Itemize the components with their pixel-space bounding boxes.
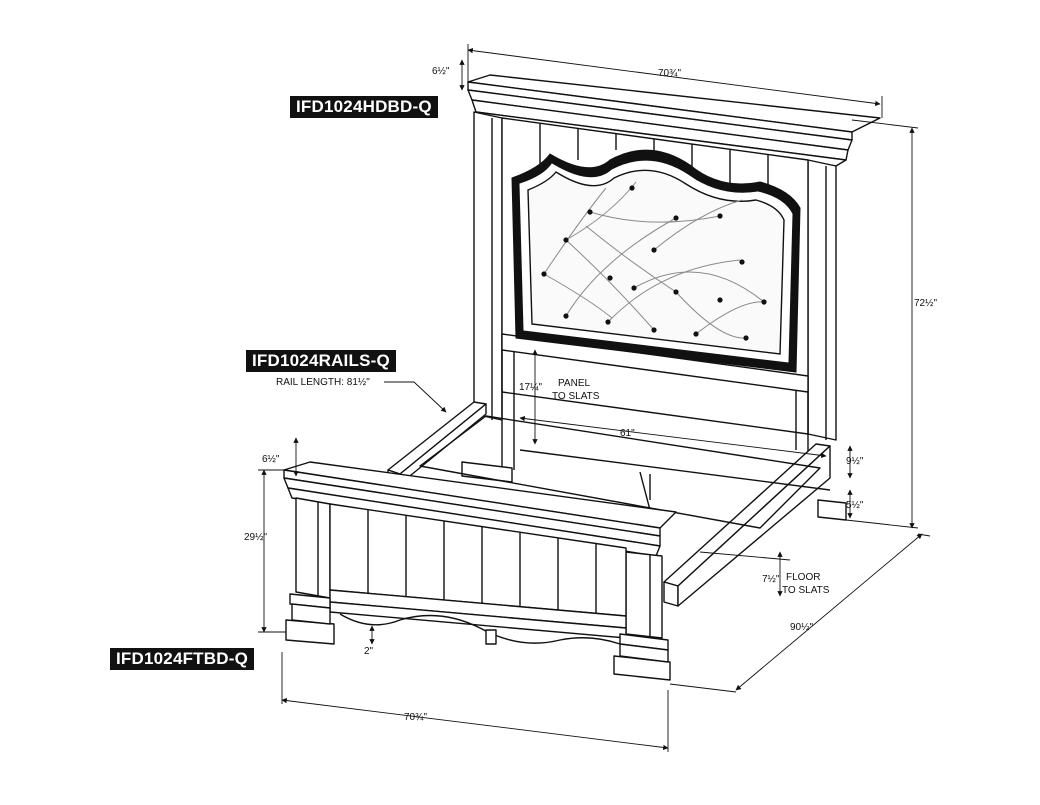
upholstered-panel	[511, 149, 801, 373]
dim-rail-bottom-offset: 5½"	[846, 500, 864, 511]
dim-footboard-top-thickness: 6½"	[262, 454, 280, 465]
dim-headboard-height: 72½"	[914, 298, 938, 309]
rail-length-note: RAIL LENGTH: 81½"	[276, 377, 370, 388]
panel-to-slats-note-line1: PANEL	[558, 378, 591, 389]
dim-footboard-height: 29½"	[244, 532, 268, 543]
dim-footboard-apron: 2"	[364, 646, 374, 657]
dim-headboard-top-thickness: 6½"	[432, 66, 450, 77]
footboard	[283, 461, 677, 681]
rails-part-label: IFD1024RAILS-Q	[246, 350, 396, 372]
side-rails	[387, 401, 831, 607]
dim-floor-to-slats: 7½"	[762, 574, 780, 585]
panel-to-slats-note-line2: TO SLATS	[552, 391, 600, 402]
floor-to-slats-note-line1: FLOOR	[786, 572, 821, 583]
dimension-lines	[258, 44, 931, 752]
dim-inner-width: 61"	[620, 428, 635, 439]
dim-rail-height: 9½"	[846, 456, 864, 467]
dim-overall-length: 90½"	[790, 622, 814, 633]
dim-footboard-width: 70¾"	[404, 712, 428, 723]
footboard-part-label: IFD1024FTBD-Q	[110, 648, 255, 670]
headboard-part-label: IFD1024HDBD-Q	[290, 96, 438, 118]
dim-headboard-width: 70¾"	[658, 68, 682, 79]
tufts	[541, 175, 767, 341]
dim-panel-to-slats: 17¼"	[519, 382, 543, 393]
floor-to-slats-note-line2: TO SLATS	[782, 585, 830, 596]
